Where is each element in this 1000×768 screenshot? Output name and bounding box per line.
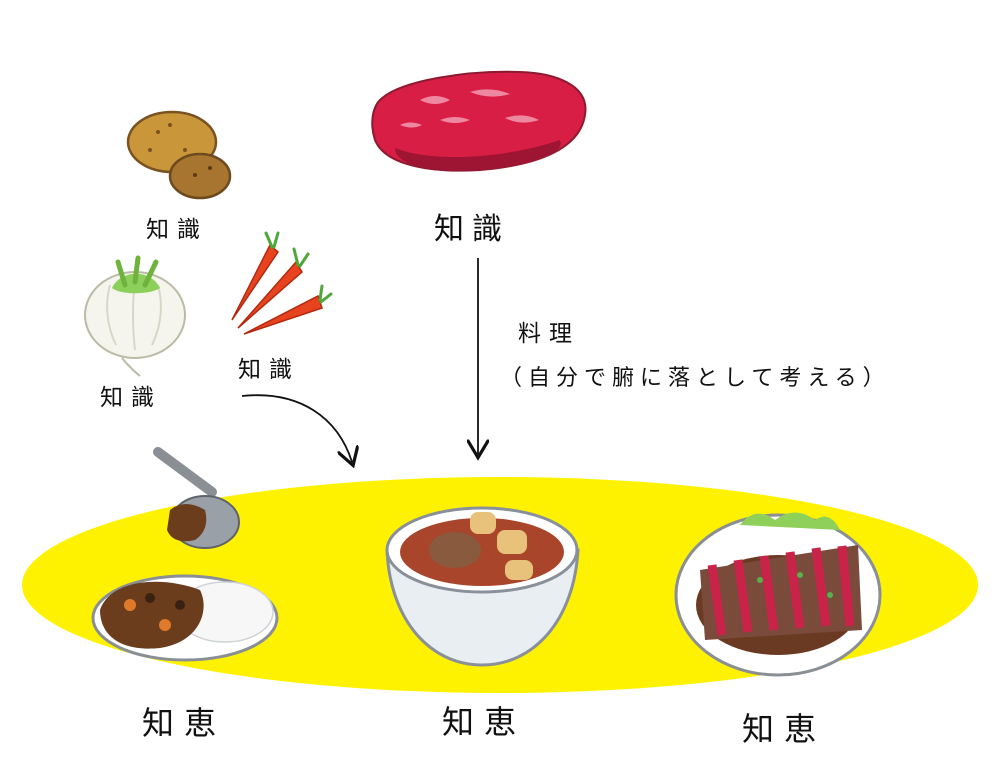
cooking-label: 料理: [518, 321, 580, 347]
steak-plate-icon: [674, 512, 882, 677]
carrot-knowledge-label: 知識: [238, 357, 300, 383]
stew-wisdom-label: 知恵: [442, 703, 527, 741]
curved-arrow: [241, 394, 352, 462]
stew-bowl-icon: [385, 506, 580, 667]
curry-wisdom-label: 知恵: [142, 704, 227, 742]
cooking-note: （自分で腑に落として考える）: [500, 366, 891, 391]
steak-wisdom-label: 知恵: [742, 710, 827, 748]
carrot-icon: [231, 231, 333, 335]
turnip-icon: [84, 255, 186, 377]
meat-knowledge-label: 知識: [434, 212, 510, 247]
potato-icon: [126, 110, 232, 200]
turnip-knowledge-label: 知識: [100, 385, 162, 411]
meat-icon: [371, 70, 587, 172]
potato-knowledge-label: 知識: [146, 217, 208, 243]
curry-rice-icon: [91, 447, 279, 662]
